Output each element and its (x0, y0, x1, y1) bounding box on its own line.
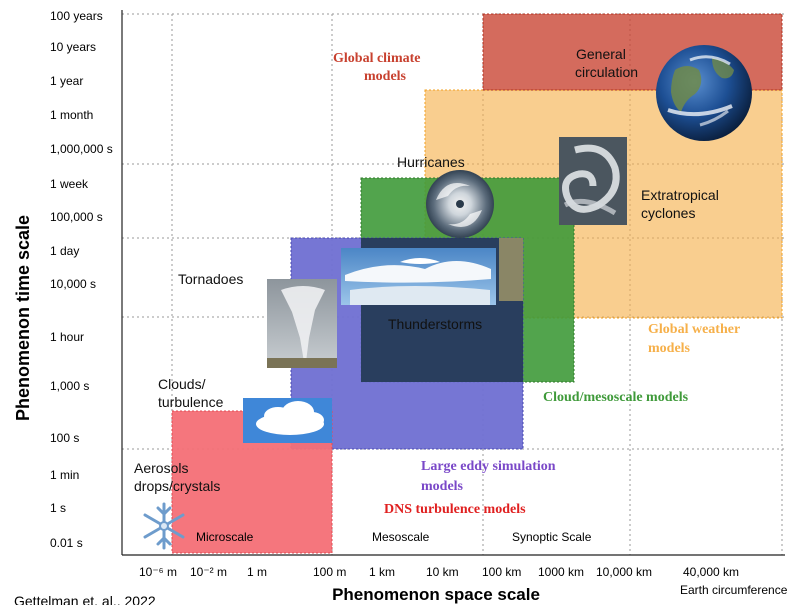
y-tick-label: 10,000 s (50, 277, 96, 291)
global-weather-models-label: Global weather (648, 322, 740, 337)
x-tick-labels: 10⁻⁶ m 10⁻² m 1 m 100 m 1 km 10 km 100 k… (139, 565, 788, 597)
global-weather-models-label: models (648, 341, 691, 356)
y-tick-label: 1 month (50, 108, 93, 122)
thunderstorms-label: Thunderstorms (388, 316, 482, 332)
y-tick-label: 1 year (50, 74, 83, 88)
x-axis-title: Phenomenon space scale (332, 585, 540, 604)
clouds-turbulence-label: Clouds/ (158, 376, 206, 392)
y-tick-label: 100 s (50, 431, 79, 445)
general-circulation-label: circulation (575, 64, 638, 80)
x-tick-label: 10⁻⁶ m (139, 565, 177, 579)
les-models-label: models (421, 479, 464, 494)
tornadoes-label: Tornadoes (178, 271, 243, 287)
hurricane-image (426, 170, 494, 238)
snowflake-icon (143, 502, 185, 550)
dns-turbulence-models-label: DNS turbulence models (384, 502, 526, 517)
x-tick-label: 1000 km (538, 565, 584, 579)
y-axis-title: Phenomenon time scale (13, 215, 33, 421)
y-tick-label: 1 min (50, 468, 79, 482)
x-tick-label: 10,000 km (596, 565, 652, 579)
x-tick-label: 100 m (313, 565, 346, 579)
synoptic-scale-label: Synoptic Scale (512, 530, 592, 544)
y-tick-label: 1 day (50, 244, 79, 258)
global-climate-models-label: Global climate (333, 51, 421, 66)
x-tick-label: Earth circumference (680, 583, 788, 597)
x-tick-label: 10⁻² m (190, 565, 227, 579)
les-models-label: Large eddy simulation (421, 459, 556, 474)
y-tick-label: 1,000 s (50, 379, 89, 393)
x-tick-label: 1 km (369, 565, 395, 579)
y-tick-label: 1,000,000 s (50, 142, 113, 156)
tornado-image (267, 279, 337, 368)
cloud-image (243, 398, 332, 443)
y-tick-label: 10 years (50, 40, 96, 54)
y-tick-label: 100 years (50, 9, 103, 23)
microscale-label: Microscale (196, 530, 254, 544)
x-tick-label: 100 km (482, 565, 521, 579)
aerosols-label: drops/crystals (134, 478, 220, 494)
aerosols-label: Aerosols (134, 460, 188, 476)
y-tick-label: 100,000 s (50, 210, 103, 224)
thunderstorm-image (341, 248, 496, 305)
extratropical-cyclone-image (559, 137, 627, 225)
y-tick-label: 1 hour (50, 330, 84, 344)
clouds-turbulence-label: turbulence (158, 394, 224, 410)
y-tick-label: 1 s (50, 501, 66, 515)
earth-image (656, 45, 752, 141)
phenomena-labels: General circulation Hurricanes Extratrop… (134, 46, 719, 494)
global-climate-models-label: models (364, 69, 407, 84)
general-circulation-label: General (576, 46, 626, 62)
hurricanes-label: Hurricanes (397, 154, 465, 170)
x-tick-label: 1 m (247, 565, 267, 579)
x-tick-label: 10 km (426, 565, 459, 579)
x-tick-label: 40,000 km (683, 565, 739, 579)
y-tick-label: 1 week (50, 177, 89, 191)
mesoscale-label: Mesoscale (372, 530, 430, 544)
model-labels: Global climate models Global weather mod… (333, 51, 740, 517)
cloud-mesoscale-models-label: Cloud/mesoscale models (543, 390, 689, 405)
y-tick-labels: 100 years 10 years 1 year 1 month 1,000,000 … (50, 9, 113, 550)
y-tick-label: 0.01 s (50, 536, 83, 550)
extratropical-cyclones-label: cyclones (641, 205, 695, 221)
citation: Gettelman et. al., 2022 (14, 593, 156, 605)
cloud-les-overlap (499, 238, 523, 301)
extratropical-cyclones-label: Extratropical (641, 187, 719, 203)
